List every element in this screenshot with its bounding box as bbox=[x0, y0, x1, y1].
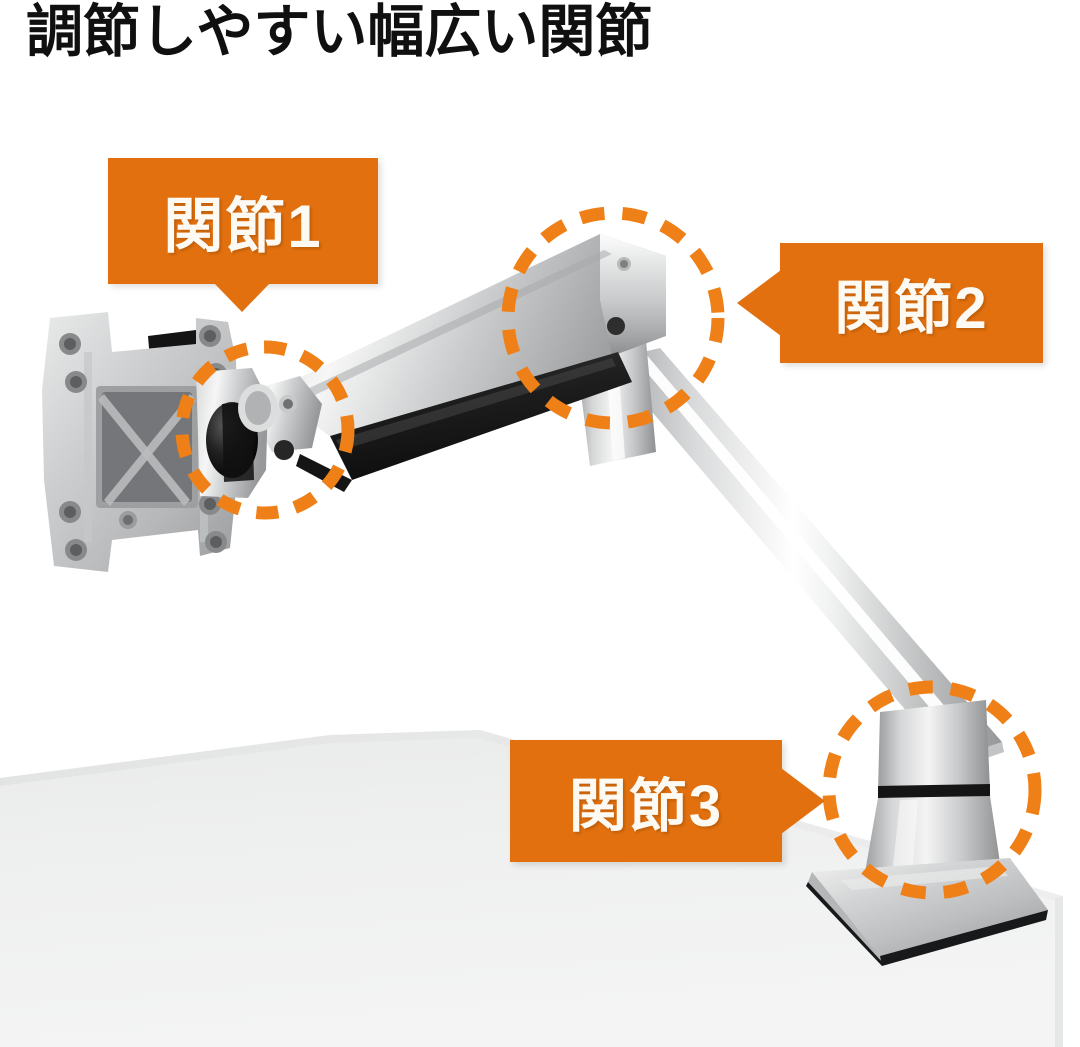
callout-joint-2-pointer-icon bbox=[737, 270, 781, 336]
page-title: 調節しやすい幅広い関節 bbox=[26, 0, 653, 64]
callout-joint-3-pointer-icon bbox=[781, 768, 825, 834]
callout-joint-3-label: 関節3 bbox=[510, 740, 782, 862]
vesa-mount-plate bbox=[42, 312, 278, 572]
callout-joint-1-label: 関節1 bbox=[108, 158, 378, 284]
base-assembly bbox=[806, 700, 1048, 966]
callout-joint-2-label: 関節2 bbox=[780, 243, 1043, 363]
callout-joint-1-pointer-icon bbox=[214, 283, 270, 312]
desk-surface bbox=[0, 730, 1063, 1047]
